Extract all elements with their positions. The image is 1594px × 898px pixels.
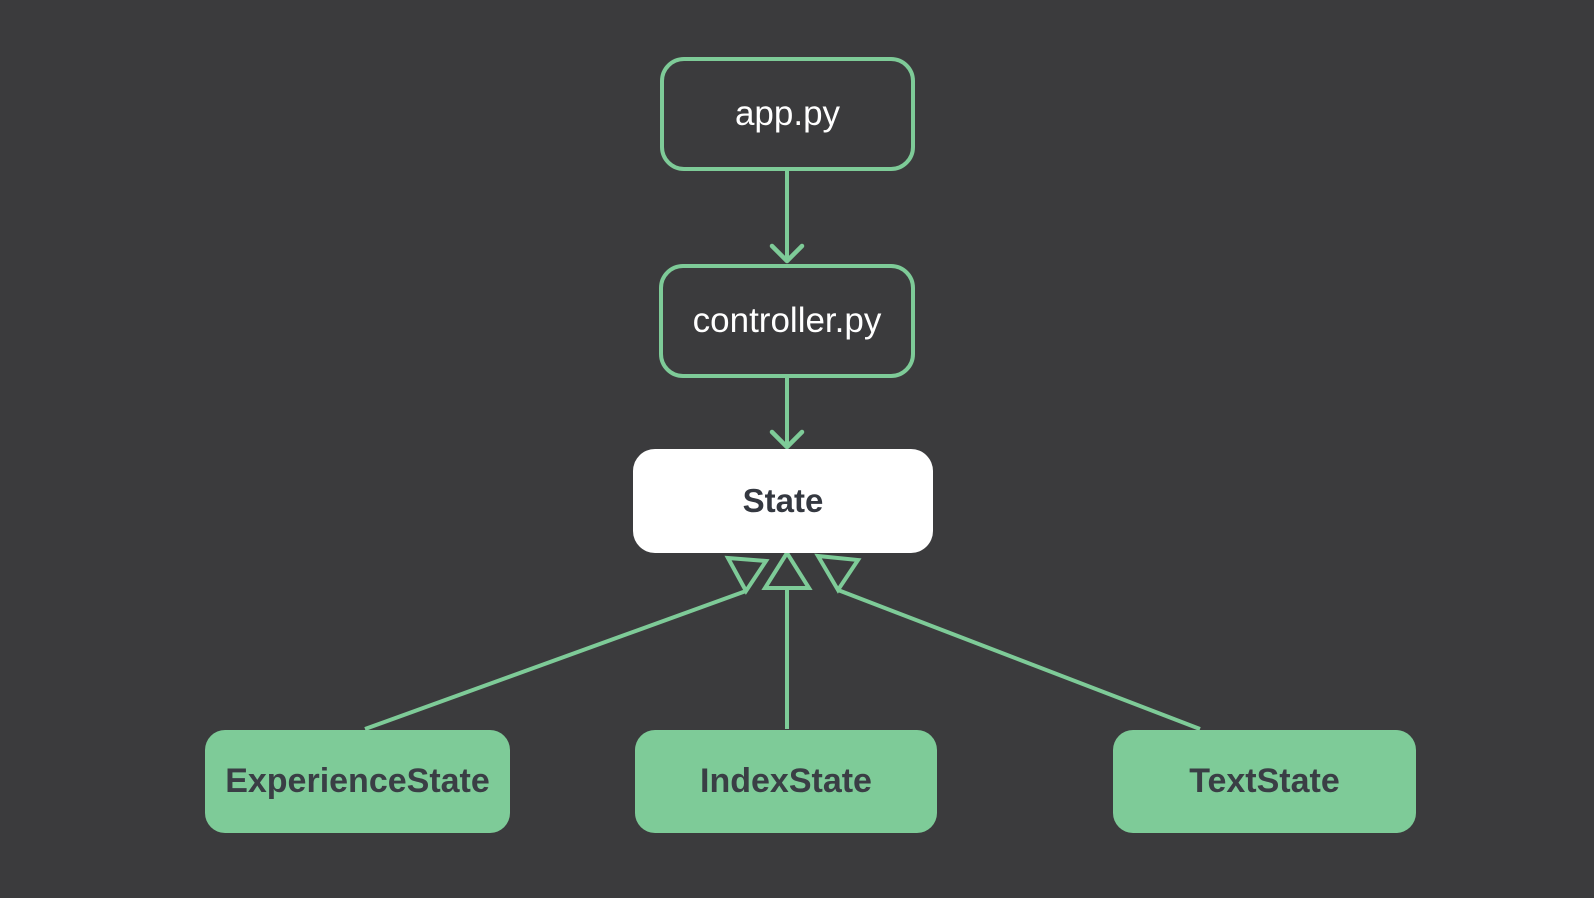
edge-app-to-controller	[769, 171, 805, 264]
edge-indexstate-to-state	[761, 549, 813, 729]
inheritance-triangle-icon	[814, 553, 862, 594]
down-arrowhead-icon	[769, 243, 805, 264]
node-controller-py-label: controller.py	[692, 301, 882, 340]
node-controller-py: controller.py	[659, 264, 915, 378]
node-index-state: IndexState	[635, 730, 937, 833]
edge-experiencestate-to-state	[364, 555, 770, 731]
node-state-label: State	[742, 482, 824, 519]
node-experience-state: ExperienceState	[205, 730, 510, 833]
node-text-state: TextState	[1113, 730, 1416, 833]
edge-textstate-to-state	[814, 553, 1201, 731]
inheritance-triangle-icon	[761, 549, 813, 590]
edge-controller-to-state	[769, 378, 805, 450]
inheritance-triangle-icon	[724, 555, 770, 595]
node-state: State	[633, 449, 933, 553]
node-app-py-label: app.py	[734, 94, 841, 133]
node-experience-state-label: ExperienceState	[225, 762, 490, 800]
node-app-py: app.py	[660, 57, 915, 171]
node-text-state-label: TextState	[1189, 762, 1340, 800]
node-index-state-label: IndexState	[700, 762, 872, 800]
down-arrowhead-icon	[769, 429, 805, 450]
